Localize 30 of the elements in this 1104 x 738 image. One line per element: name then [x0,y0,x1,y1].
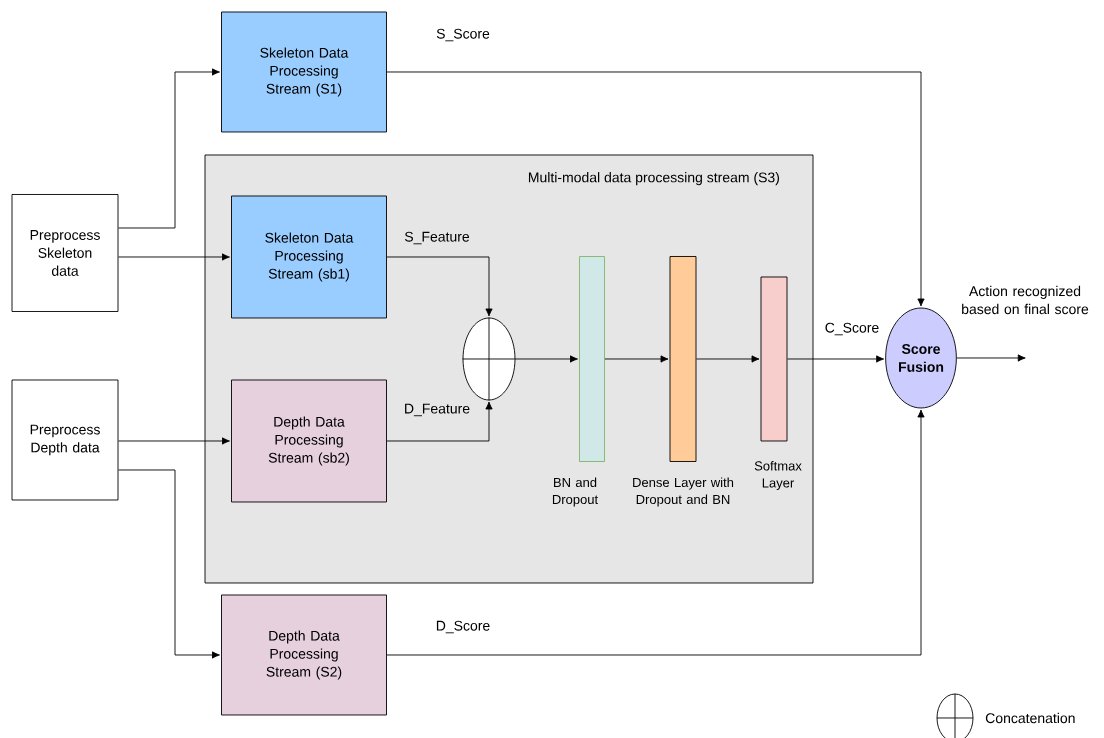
layer-bar: BN and Dropout [552,256,605,507]
arrow [696,355,760,363]
arrow [118,253,230,261]
arrow [386,71,925,307]
edge-label: C_Score [823,321,881,337]
process-box: Preprocess Depth data [11,379,119,501]
layer-bar: Softmax Layer [754,276,802,491]
arrow [386,401,493,442]
process-box: Skeleton Data Processing Stream (S1) [221,11,387,133]
layer-bar: Dense Layer with Dropout and BN [633,256,734,507]
node-label: Softmax Layer [754,460,802,491]
node-label: Dense Layer with Dropout and BN [633,477,734,507]
process-box: Depth Data Processing Stream (sb2) [231,379,387,503]
node-label: BN and Dropout [552,477,599,507]
arrow [956,354,1026,362]
edge-label: S_Score [435,27,491,43]
arrow [386,256,493,317]
arrow [515,355,578,363]
process-box: Depth Data Processing Stream (S2) [221,594,387,716]
arrow [604,355,669,363]
process-box: Preprocess Skeleton data [11,194,119,312]
arrow [118,469,220,659]
arrow [787,355,885,363]
legend-label: Concatenation [985,712,1075,724]
concatenation-symbol [462,317,516,401]
edge-label: D_Score [434,619,492,635]
arrow [118,437,230,445]
arrow [118,68,220,229]
arrow [386,409,925,656]
process-box: Skeleton Data Processing Stream (sb1) [231,195,387,319]
